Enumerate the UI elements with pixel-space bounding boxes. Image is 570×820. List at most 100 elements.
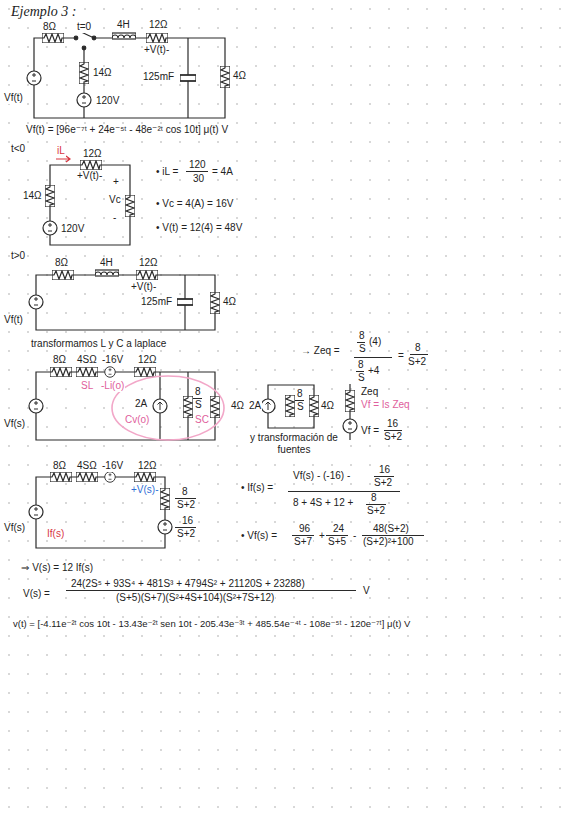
handwritten-label: 48(S+2) xyxy=(372,523,410,535)
handwritten-label: 120 xyxy=(188,159,207,171)
circuit-equivalent-part xyxy=(76,472,98,482)
circuit-original-part xyxy=(34,38,225,118)
handwritten-label: 24 xyxy=(332,523,345,535)
handwritten-label: 8Ω xyxy=(52,460,67,472)
circuit-original-part xyxy=(42,33,64,43)
fraction-bars-part xyxy=(175,499,196,528)
handwritten-label: 125mF xyxy=(142,71,175,83)
handwritten-label: + xyxy=(112,176,120,188)
handwritten-label: (4) xyxy=(368,336,382,348)
source-transform-circuit-part xyxy=(261,399,275,413)
handwritten-label: V xyxy=(362,585,371,597)
handwritten-label: ⇒ V(s) = 12 If(s) xyxy=(20,562,94,574)
handwritten-label: 8 + 4S + 12 + xyxy=(292,497,354,509)
handwritten-label: 8Ω xyxy=(52,354,67,366)
handwritten-label: 16 xyxy=(181,515,194,527)
handwritten-label: 125mF xyxy=(140,296,173,308)
handwritten-label: Vf(t) xyxy=(3,314,24,326)
circuit-t-positive-part xyxy=(52,270,74,280)
handwritten-label: S+2 xyxy=(366,505,386,517)
circuit-t-positive-part xyxy=(177,299,193,305)
handwritten-label: Vc xyxy=(108,194,122,206)
handwritten-label: = xyxy=(397,350,405,362)
circuit-original-part xyxy=(74,36,78,40)
handwritten-label: SL xyxy=(80,380,94,392)
source-transform-circuit-part xyxy=(343,419,357,433)
circuit-equivalent xyxy=(29,472,172,548)
handwritten-label: SC xyxy=(194,414,210,426)
circuit-laplace-part xyxy=(76,367,98,377)
handwritten-label: Vf(s) - (-16) - xyxy=(292,470,351,482)
handwritten-label: = 4A xyxy=(211,166,234,178)
circuit-equivalent-part xyxy=(29,505,43,519)
handwritten-label: Vf(t) = [96e⁻⁷ᵗ + 24e⁻⁵ᵗ - 48e⁻²ᵗ cos 10… xyxy=(25,124,229,136)
handwritten-label: t=0 xyxy=(76,21,92,33)
handwritten-label: Zeq xyxy=(360,386,379,398)
circuit-laplace-part xyxy=(29,399,43,413)
handwritten-label: -16V xyxy=(101,354,124,366)
handwritten-label: - xyxy=(112,212,117,224)
handwritten-label: S+2 xyxy=(373,477,393,489)
circuit-t-negative-part xyxy=(80,160,102,170)
handwritten-label: - xyxy=(352,530,357,542)
circuit-original-part xyxy=(180,75,196,81)
handwritten-label: 2A xyxy=(248,400,262,412)
circuit-laplace-part xyxy=(105,367,116,378)
handwritten-label: 120V xyxy=(95,95,120,107)
handwritten-label: 4SΩ xyxy=(76,354,98,366)
handwritten-label: +4 xyxy=(367,365,380,377)
page-title: Ejemplo 3 : xyxy=(10,4,77,20)
handwritten-label: 4H xyxy=(116,19,131,31)
handwritten-label: 4Ω xyxy=(230,400,245,412)
circuit-equivalent-part xyxy=(160,488,170,510)
handwritten-label: 14Ω xyxy=(22,190,43,202)
handwritten-label: • iL = xyxy=(155,166,179,178)
circuit-original-part xyxy=(82,46,86,50)
handwritten-label: S xyxy=(296,401,305,413)
handwritten-label: +V(s)- xyxy=(130,484,160,496)
handwritten-label: 8 xyxy=(181,486,189,498)
handwritten-label: Vf = Is Zeq xyxy=(360,399,411,411)
circuit-original-part xyxy=(146,33,168,43)
circuit-t-positive-part xyxy=(136,270,158,280)
handwritten-label: S+7 xyxy=(293,536,313,548)
handwritten-label: S+2 xyxy=(176,499,196,511)
circuit-t-positive-part xyxy=(95,270,119,276)
circuit-t-negative xyxy=(43,156,135,245)
fraction-bars xyxy=(66,172,428,591)
handwritten-label: + xyxy=(318,530,326,542)
handwritten-label: (S+5)(S+7)(S²+4S+104)(S²+7S+12) xyxy=(115,592,275,604)
circuit-t-positive xyxy=(29,270,220,330)
handwritten-label: 4H xyxy=(99,257,114,269)
handwritten-label: v(t) = [-4.11e⁻²ᵗ cos 10t - 13.43e⁻²ᵗ se… xyxy=(12,618,411,630)
circuit-laplace-part xyxy=(153,399,167,413)
fraction-bars-part xyxy=(354,343,428,372)
handwritten-label: • Vc = 4(A) = 16V xyxy=(155,198,234,210)
circuit-original-part xyxy=(77,93,91,107)
handwritten-label: Vf(s) xyxy=(3,522,26,534)
circuit-laplace-part xyxy=(134,367,156,377)
handwritten-label: • V(t) = 12(4) = 48V xyxy=(155,222,243,234)
handwritten-label: t>0 xyxy=(10,250,26,262)
circuit-equivalent-part xyxy=(134,472,156,482)
handwritten-label: S+2 xyxy=(383,431,403,443)
handwritten-label: S xyxy=(358,343,367,355)
handwritten-label: Vf(s) xyxy=(3,418,26,430)
source-transform-circuit-part xyxy=(309,395,319,417)
handwritten-label: 8 xyxy=(370,492,378,504)
circuit-t-negative-part xyxy=(50,165,130,245)
handwritten-label: → Zeq = xyxy=(300,345,341,357)
handwritten-label: 12Ω xyxy=(137,460,158,472)
handwritten-label: 8Ω xyxy=(54,257,69,269)
handwritten-label: • If(s) = xyxy=(240,482,274,494)
handwritten-label: 2A xyxy=(134,398,148,410)
handwritten-label: V(s) = xyxy=(22,588,51,600)
circuit-laplace-part xyxy=(50,367,72,377)
circuit-equivalent-part xyxy=(158,520,172,534)
handwritten-label: y transformación de fuentes xyxy=(248,432,340,456)
handwritten-label: Vf = xyxy=(360,425,380,437)
handwritten-label: 4Ω xyxy=(320,400,335,412)
handwritten-label: -Li(o) xyxy=(100,380,125,392)
handwritten-label: 8 xyxy=(414,342,422,354)
